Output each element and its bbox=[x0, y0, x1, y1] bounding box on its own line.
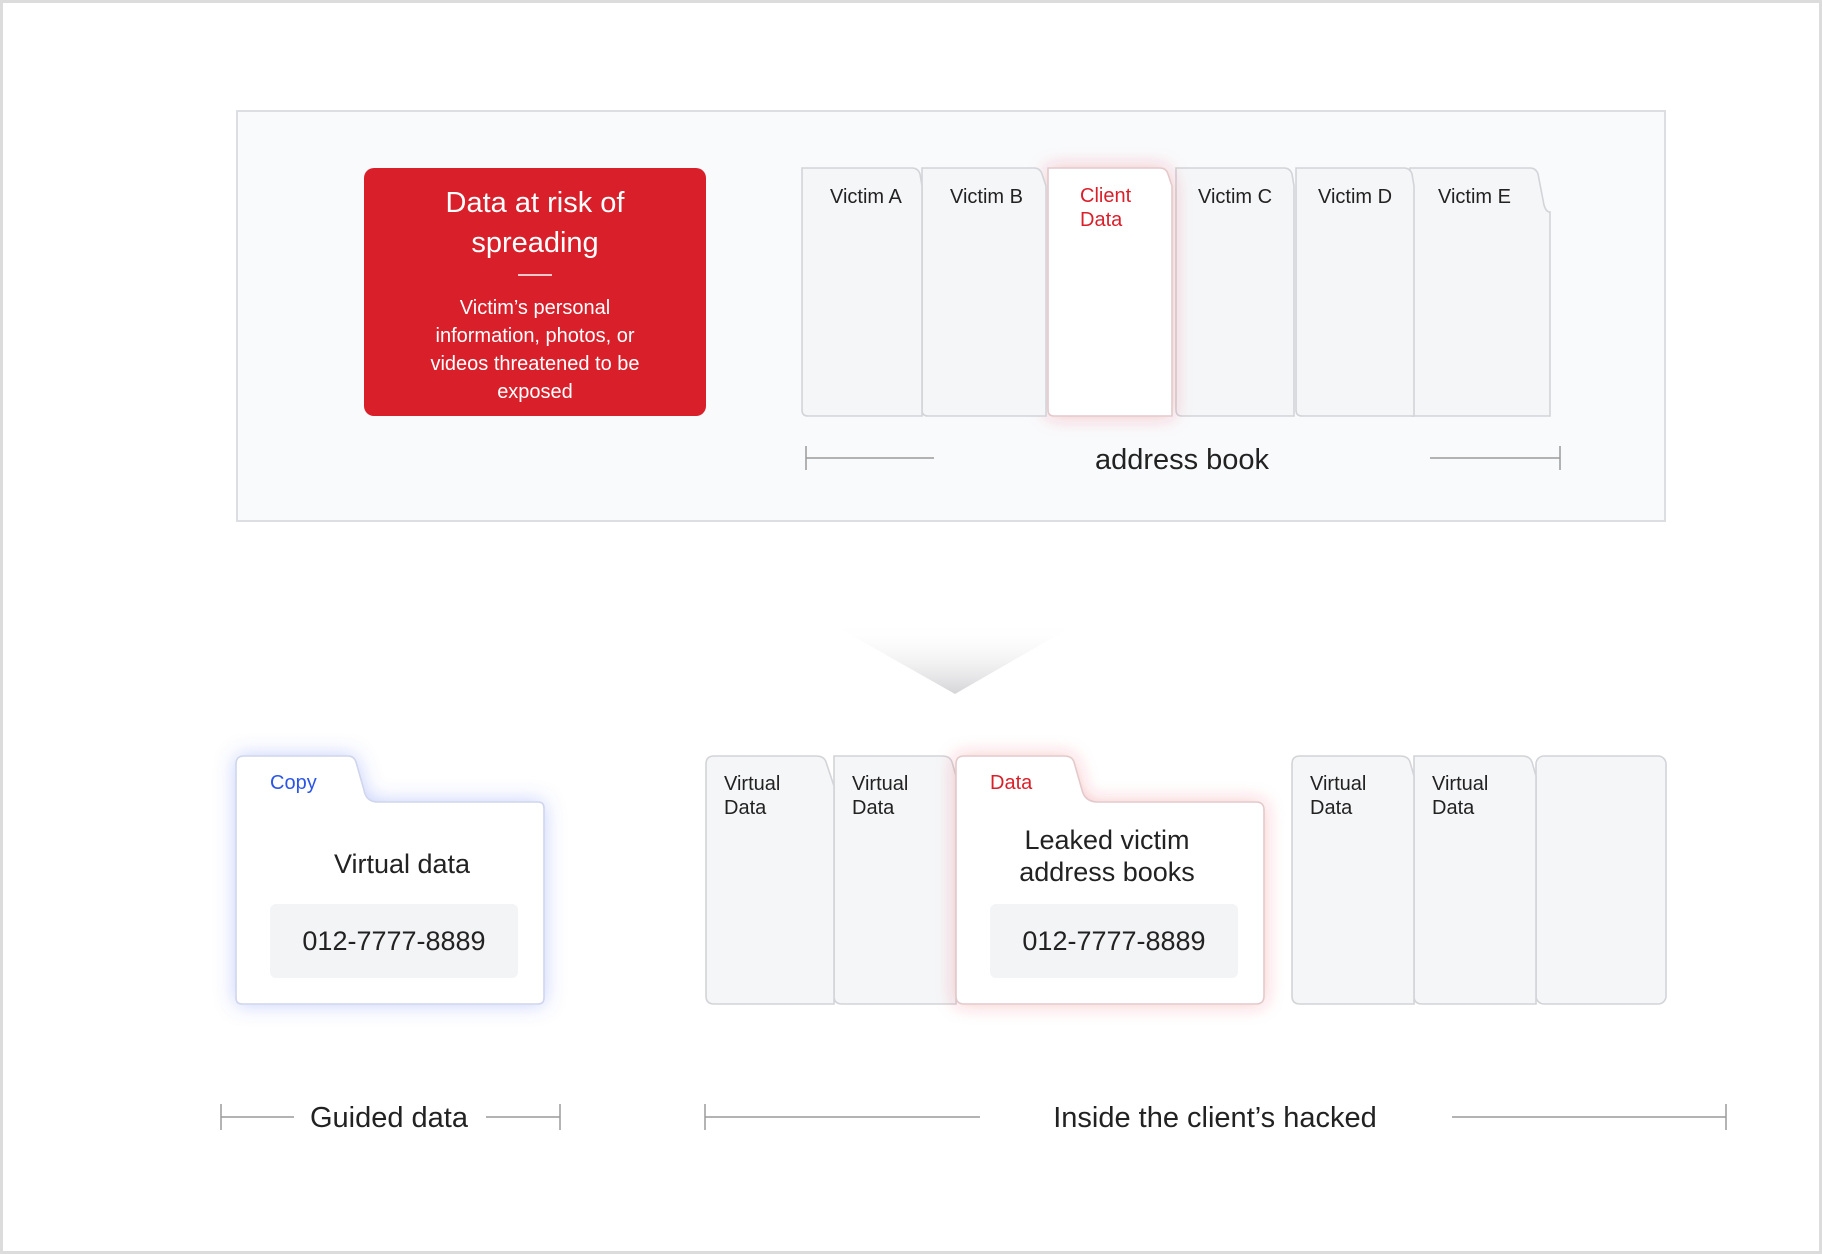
card-title-line-1: Leaked victim bbox=[1024, 825, 1189, 855]
folder-label: Victim D bbox=[1318, 186, 1392, 208]
virtual-data-folder-4: Virtual Data bbox=[1413, 755, 1537, 1005]
folder-label-line-1: Client bbox=[1080, 185, 1132, 207]
blank-folder bbox=[1535, 755, 1667, 1005]
folder-shape bbox=[705, 755, 835, 1005]
risk-desc-line-3: videos threatened to be bbox=[430, 353, 639, 375]
folder-shape bbox=[1535, 755, 1667, 1005]
phone-number: 012-7777-8889 bbox=[302, 926, 485, 956]
folder-label-line-2: Data bbox=[724, 797, 767, 819]
risk-box: Data at risk of spreading Victim’s perso… bbox=[364, 168, 706, 416]
folder-shape bbox=[801, 167, 923, 417]
folder-shape bbox=[1175, 167, 1295, 417]
risk-desc-line-1: Victim’s personal bbox=[460, 297, 610, 319]
client-data-folder: Client Data bbox=[1047, 167, 1173, 417]
virtual-data-folder-3: Virtual Data bbox=[1291, 755, 1415, 1005]
copy-tab-label: Copy bbox=[270, 772, 317, 794]
hacked-client-range: Inside the client’s hacked bbox=[704, 1102, 1727, 1134]
folder-shape bbox=[1047, 167, 1173, 417]
guided-data-card: Copy Virtual data 012-7777-8889 bbox=[235, 755, 545, 1005]
down-arrow bbox=[828, 622, 1080, 694]
victim-folder-d: Victim D bbox=[1295, 167, 1415, 417]
folder-shape bbox=[1295, 167, 1415, 417]
victim-folder-c: Victim C bbox=[1175, 167, 1295, 417]
phone-number: 012-7777-8889 bbox=[1022, 926, 1205, 956]
virtual-data-folder-2: Virtual Data bbox=[833, 755, 957, 1005]
phone-box bbox=[270, 904, 518, 978]
data-tab-label: Data bbox=[990, 772, 1033, 794]
folder-label: Victim C bbox=[1198, 186, 1272, 208]
folder-label-line-2: Data bbox=[1310, 797, 1353, 819]
address-book-range: address book bbox=[805, 444, 1561, 476]
leaked-data-card: Data Leaked victim address books 012-777… bbox=[955, 755, 1265, 1005]
risk-title-line-1: Data at risk of bbox=[446, 187, 626, 219]
folder-label-line-2: Data bbox=[852, 797, 895, 819]
folder-label-line-1: Virtual bbox=[1432, 773, 1488, 795]
range-label: Inside the client’s hacked bbox=[1053, 1102, 1377, 1134]
range-label: Guided data bbox=[310, 1102, 469, 1134]
victim-folder-a: Victim A bbox=[801, 167, 923, 417]
victim-folder-e: Victim E bbox=[1409, 167, 1551, 417]
folder-label-line-1: Virtual bbox=[1310, 773, 1366, 795]
range-label: address book bbox=[1095, 444, 1270, 476]
risk-desc-line-4: exposed bbox=[497, 381, 573, 403]
risk-desc-line-2: information, photos, or bbox=[436, 325, 635, 347]
folder-shape bbox=[1291, 755, 1415, 1005]
folder-label-line-2: Data bbox=[1080, 209, 1123, 231]
folder-label-line-2: Data bbox=[1432, 797, 1475, 819]
folder-label: Victim A bbox=[830, 186, 903, 208]
victim-folder-b: Victim B bbox=[921, 167, 1047, 417]
folder-label-line-1: Virtual bbox=[724, 773, 780, 795]
phone-box bbox=[990, 904, 1238, 978]
card-title-line-2: address books bbox=[1019, 857, 1195, 887]
guided-data-range: Guided data bbox=[220, 1102, 561, 1134]
folder-label: Victim E bbox=[1438, 186, 1511, 208]
folder-label: Victim B bbox=[950, 186, 1023, 208]
risk-box-bg bbox=[364, 168, 706, 416]
virtual-data-folder-1: Virtual Data bbox=[705, 755, 835, 1005]
card-title: Virtual data bbox=[334, 849, 471, 879]
folder-label-line-1: Virtual bbox=[852, 773, 908, 795]
risk-title-line-2: spreading bbox=[471, 227, 598, 259]
